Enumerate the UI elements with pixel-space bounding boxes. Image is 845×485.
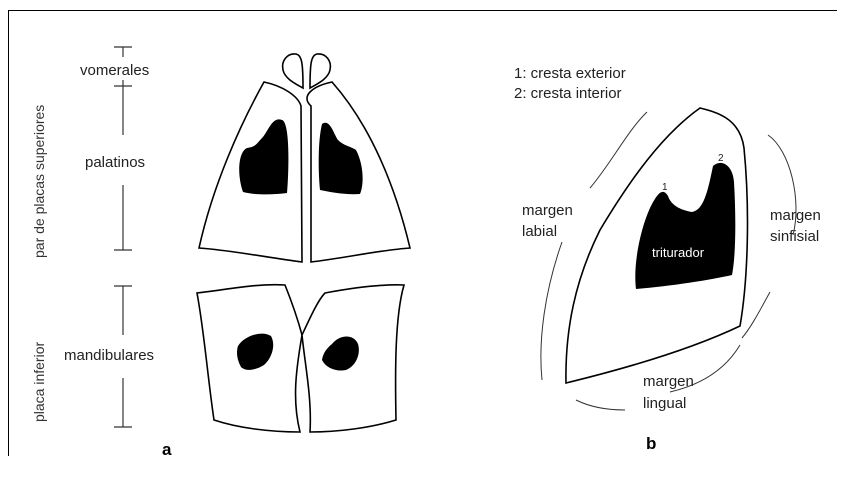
vomerine-plates [283,54,331,88]
scale-bars [114,47,132,427]
label-vomerales: vomerales [80,62,149,79]
label-margen-sinfisial-1: margen [770,207,821,224]
legend-cresta-exterior: 1: cresta exterior [514,65,626,82]
panel-label-a: a [162,440,172,459]
panel-label-b: b [646,434,656,453]
label-mandibulares: mandibulares [64,347,154,364]
group-label-upper: par de placas superiores [31,105,47,258]
crest-number-2: 2 [718,153,724,164]
label-margen-lingual-1: margen [643,373,694,390]
label-margen-labial-1: margen [522,202,573,219]
label-margen-sinfisial-2: sinfisial [770,228,819,245]
group-label-lower: placa inferior [31,342,47,422]
label-margen-lingual-2: lingual [643,395,686,412]
legend-cresta-interior: 2: cresta interior [514,85,622,102]
crest-number-1: 1 [662,182,668,193]
label-margen-labial-2: labial [522,223,557,240]
palatine-plates [199,82,410,262]
label-palatinos: palatinos [85,154,145,171]
label-triturador: triturador [652,245,705,260]
mandibular-plates [197,285,404,432]
